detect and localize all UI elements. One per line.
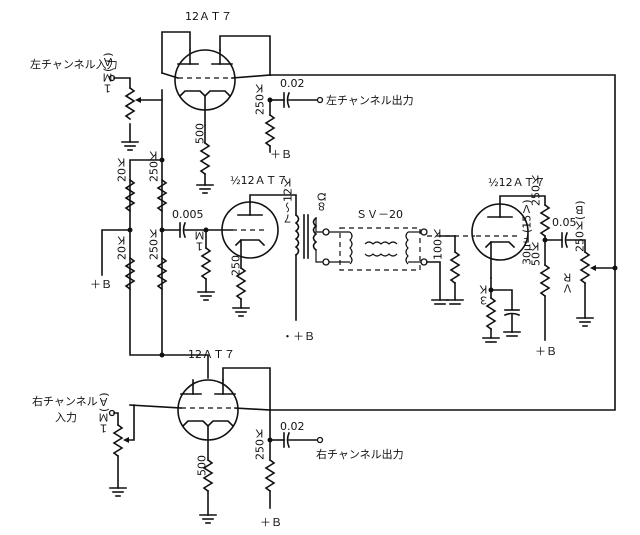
mid-right-tube <box>471 203 529 279</box>
res-250k-top-label: 250Ｋ <box>254 83 267 115</box>
vr-label: ＶＲ <box>562 272 575 294</box>
bottom-tube-label: 12ＡＴ７ <box>188 348 235 361</box>
res-3k-label: ３Ｋ <box>478 284 491 306</box>
res-50k-label: 50Ｋ <box>530 241 543 266</box>
res-1m-mid-label: １Ｍ <box>194 230 207 252</box>
plus-b-top-label: ＋Ｂ <box>270 148 292 161</box>
cap-right-label: 0.05 <box>552 216 577 229</box>
sv20-label: ＳＶ－20 <box>356 208 403 221</box>
sv20-box <box>339 227 421 271</box>
top-tube <box>174 49 236 126</box>
left-input-label: 左チャンネル入力 <box>30 58 118 71</box>
res-100k-label: 100Ｋ <box>432 228 445 260</box>
res-712k-label: ７～12Ｋ <box>282 177 295 224</box>
top-tube-label: 12ＡＴ７ <box>185 10 232 23</box>
res-250k-right-label: 250Ｋ <box>530 174 543 206</box>
plus-b-mid-label: ・＋Ｂ <box>282 330 315 343</box>
right-output-label: 右チャンネル出力 <box>316 447 404 461</box>
res-250k-a-label: 250Ｋ <box>148 150 161 182</box>
left-output-label: 左チャンネル出力 <box>326 93 414 107</box>
res-500-top-label: 500 <box>194 123 207 144</box>
vr-250kb-label: 250Ｋ(Ｂ) <box>574 200 587 252</box>
plus-b-left-label: ＋Ｂ <box>90 278 112 291</box>
cap-30uf-label: 30μＦ(15Ｖ) <box>521 199 534 265</box>
res-250k-bottom-label: 250Ｋ <box>254 428 267 460</box>
res-250-label: 250 <box>230 255 243 276</box>
bottom-tube <box>177 379 239 461</box>
res-1m-top-label: １Ｍ(Ａ) <box>102 52 115 94</box>
plus-b-bottom-label: ＋Ｂ <box>260 516 282 529</box>
mid-left-tube-label: ½12ＡＴ７ <box>230 174 288 187</box>
res-1m-bottom-label: １Ｍ(Ａ) <box>98 392 111 434</box>
cap-top-label: 0.02 <box>280 77 305 90</box>
res-250k-b-label: 250Ｋ <box>148 228 161 260</box>
plus-b-right-label: ＋Ｂ <box>535 345 557 358</box>
cap-bottom-label: 0.02 <box>280 420 305 433</box>
ohm8-label: ８Ω <box>316 193 329 212</box>
res-500-bottom-label: 500 <box>196 455 209 476</box>
mid-right-tube-label: ½12ＡＴ７ <box>488 176 546 189</box>
res-20k-a-label: 20Ｋ <box>116 157 129 182</box>
right-input-label-1: 右チャンネル <box>32 394 98 408</box>
right-input-label-2: 入力 <box>55 411 77 424</box>
res-20k-b-label: 20Ｋ <box>116 235 129 260</box>
cap-mid-label: 0.005 <box>172 208 204 221</box>
